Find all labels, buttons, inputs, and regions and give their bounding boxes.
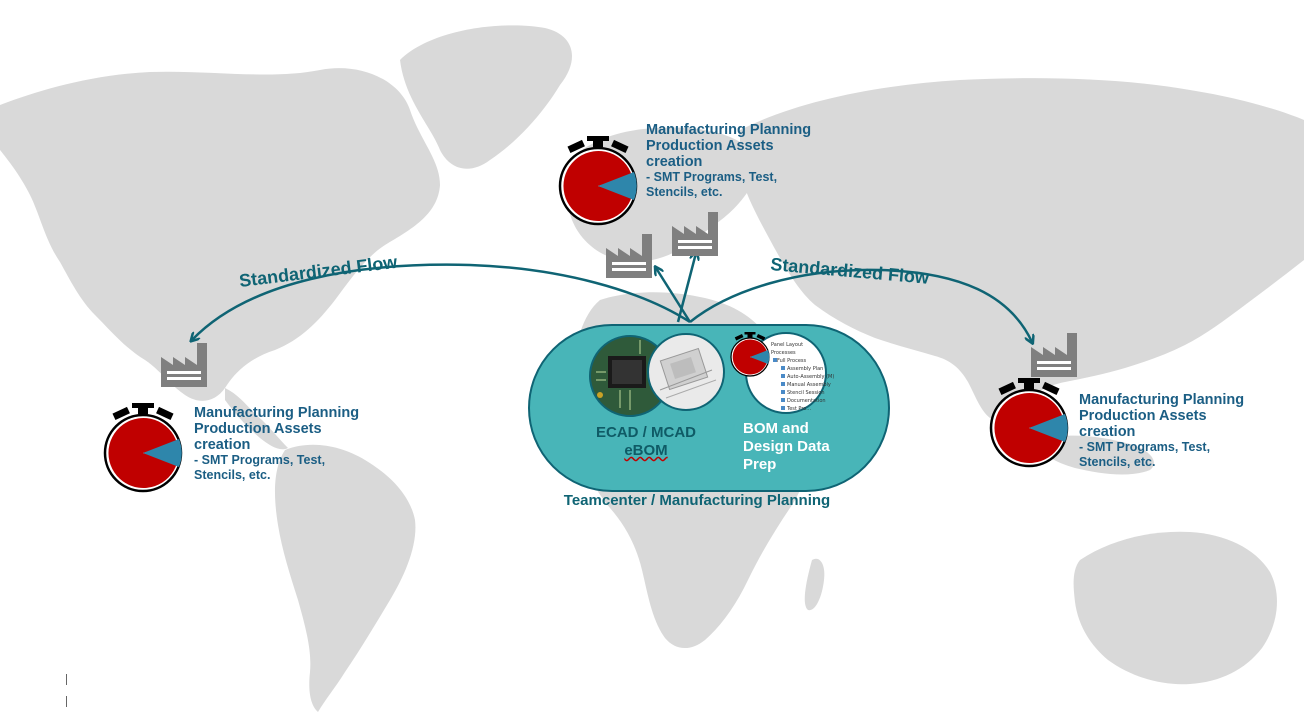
site-title-line: Production Assets [646, 138, 774, 154]
central-america-shape [225, 388, 288, 450]
site-detail-line: - SMT Programs, Test, [646, 170, 778, 184]
process-tree-item: Manual Assembly [787, 382, 831, 388]
edge-mark [66, 696, 67, 707]
site-detail-line: - SMT Programs, Test, [1079, 440, 1211, 454]
bom-line: BOM and [743, 420, 809, 437]
site-title-line: Production Assets [194, 421, 322, 437]
japan-shape [1196, 178, 1223, 231]
pcb-image [589, 335, 671, 417]
site-detail-line: Stencils, etc. [646, 185, 723, 199]
world-map [0, 25, 1304, 712]
bom-prep-label: BOM and Design Data Prep [743, 420, 853, 474]
site-detail-line: Stencils, etc. [1079, 455, 1156, 469]
flow-arrow-europe-left [656, 268, 692, 323]
site-label-asia: Manufacturing Planning Production Assets… [1079, 392, 1244, 470]
process-tree-item: Documentation [787, 398, 826, 404]
greenland-shape [400, 25, 572, 169]
bom-line: Prep [743, 456, 777, 473]
site-title-line: Manufacturing Planning [194, 405, 360, 421]
ecad-mcad-label: ECAD / MCAD eBOM [592, 424, 700, 460]
australia-shape [1073, 531, 1277, 685]
process-tree-item: Assembly Plan [787, 366, 823, 372]
site-title-line: creation [194, 437, 251, 453]
site-label-europe: Manufacturing Planning Production Assets… [646, 122, 811, 200]
madagascar-shape [804, 558, 825, 611]
process-tree-item: Full Process [777, 358, 807, 364]
north-america-shape [0, 68, 440, 401]
site-title-line: creation [646, 154, 703, 170]
site-detail-line: Stencils, etc. [194, 468, 271, 482]
mcad-image [647, 333, 725, 411]
stopwatch-icon-asia [989, 376, 1069, 468]
stopwatch-icon-americas [103, 401, 183, 493]
site-title-line: Manufacturing Planning [646, 122, 812, 138]
bom-line: Design Data [743, 438, 830, 455]
site-detail-line: - SMT Programs, Test, [194, 453, 326, 467]
asia-shape [739, 78, 1304, 422]
site-label-americas: Manufacturing Planning Production Assets… [194, 405, 359, 483]
ecad-line: ECAD / MCAD [596, 424, 696, 441]
site-title-line: Production Assets [1079, 408, 1207, 424]
process-tree-item: Panel Layout [771, 342, 803, 348]
edge-mark [66, 674, 67, 685]
process-tree-item: Processes [771, 350, 796, 356]
south-america-shape [274, 444, 416, 712]
hub-caption: Teamcenter / Manufacturing Planning [563, 492, 831, 509]
site-title-line: Manufacturing Planning [1079, 392, 1245, 408]
site-title-line: creation [1079, 424, 1136, 440]
flow-arrow-europe-right [676, 253, 696, 323]
flow-arrow-left [192, 263, 691, 340]
southeast-asia-islands-shape [1040, 435, 1154, 475]
stopwatch-icon-europe [558, 134, 638, 226]
process-tree-item: Stencil Session [787, 390, 825, 396]
stopwatch-icon-hub [730, 331, 770, 377]
flow-arrow-right [689, 268, 1032, 342]
process-tree-item: Auto-Assembly (M) [787, 374, 834, 380]
process-tree-item: Test Pro... [786, 406, 811, 412]
ebom-line: eBOM [624, 442, 668, 459]
